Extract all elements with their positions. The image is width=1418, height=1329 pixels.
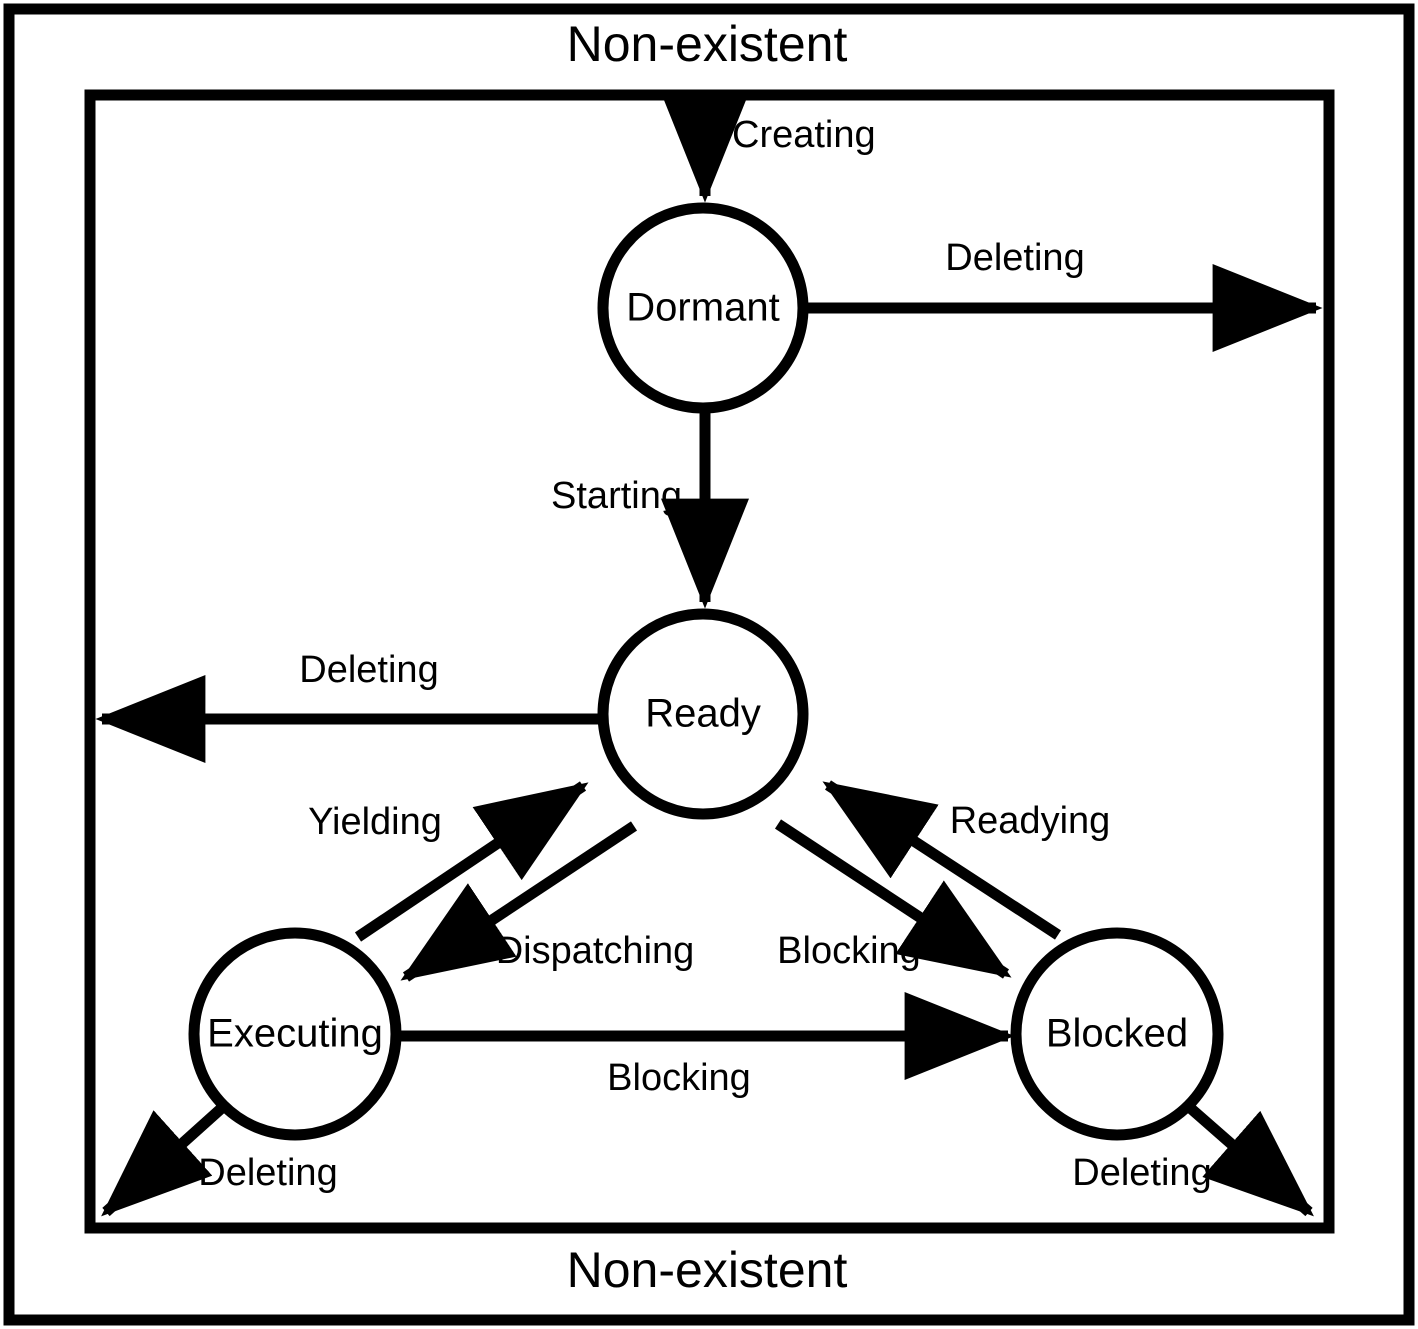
transition-label-deleting-executing: Deleting (198, 1152, 337, 1194)
region-label-top: Non-existent (567, 16, 848, 72)
edge-deleting-blocked (1184, 1101, 1314, 1217)
transition-label-blocking-executing: Blocking (607, 1057, 751, 1099)
edge-dispatching (400, 821, 638, 982)
transition-label-blocking-ready: Blocking (777, 930, 921, 972)
state-label-executing: Executing (207, 1012, 383, 1056)
state-node-blocked[interactable] (1010, 927, 1224, 1141)
transition-label-deleting-blocked: Deleting (1072, 1152, 1211, 1194)
state-label-ready: Ready (645, 692, 761, 736)
transition-label-deleting-dormant: Deleting (945, 237, 1084, 279)
outer-frame (3, 3, 1415, 1326)
transition-label-creating: Creating (732, 114, 876, 156)
state-node-dormant[interactable] (597, 202, 809, 414)
transition-label-dispatching: Dispatching (496, 930, 695, 972)
edge-yielding (354, 781, 589, 942)
region-label-bottom: Non-existent (567, 1242, 848, 1298)
edge-readying (822, 780, 1062, 940)
transition-label-starting: Starting (551, 475, 682, 517)
state-node-ready[interactable] (597, 608, 809, 820)
edge-blocking-ready (774, 819, 1012, 979)
state-label-dormant: Dormant (626, 286, 779, 330)
state-node-executing[interactable] (188, 927, 402, 1141)
transition-label-yielding: Yielding (308, 801, 442, 843)
state-label-blocked: Blocked (1046, 1012, 1188, 1056)
transition-label-deleting-ready: Deleting (299, 649, 438, 691)
transition-label-readying: Readying (950, 800, 1111, 842)
edge-deleting-executing (101, 1101, 228, 1217)
